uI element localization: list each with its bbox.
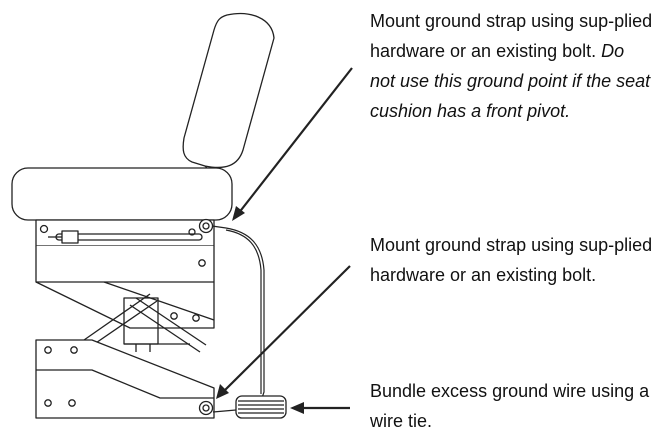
front-pivot-warning: Do not use this ground point if the seat… xyxy=(370,41,651,121)
upper-ground-point xyxy=(198,218,227,234)
ground-wire xyxy=(225,227,265,399)
arrow-to-lower-ground xyxy=(216,265,351,399)
arrow-to-upper-ground xyxy=(232,67,353,221)
scissor-linkage xyxy=(83,293,207,353)
wire-coil-bundle xyxy=(235,395,287,419)
lower-ground-instruction: Mount ground strap using sup-plied hardw… xyxy=(370,230,654,290)
arrow-to-wire-coil xyxy=(290,402,350,414)
seat-slide-plate xyxy=(35,219,215,247)
upper-ground-instruction: Mount ground strap using sup-plied hardw… xyxy=(370,6,654,126)
lower-base-bracket xyxy=(35,339,215,419)
seat-cushion xyxy=(11,167,233,221)
seat-backrest xyxy=(182,12,275,172)
lower-ground-text: Mount ground strap using sup-plied hardw… xyxy=(370,235,653,285)
lower-ground-point xyxy=(198,400,214,416)
upper-suspension-bracket xyxy=(35,246,215,329)
upper-ground-text: Mount ground strap using sup-plied hardw… xyxy=(370,11,653,61)
wire-bundle-instruction: Bundle excess ground wire using a wire t… xyxy=(370,376,654,436)
wire-bundle-text: Bundle excess ground wire using a wire t… xyxy=(370,381,650,431)
